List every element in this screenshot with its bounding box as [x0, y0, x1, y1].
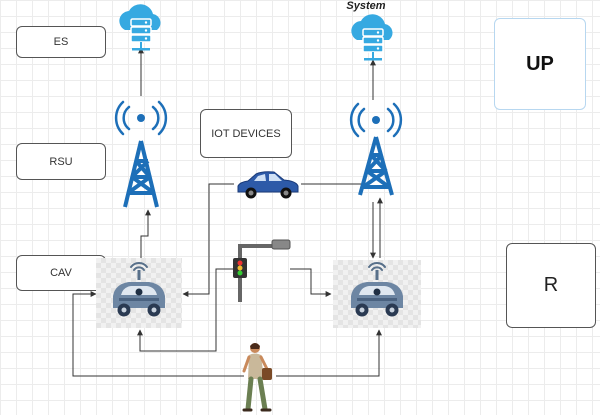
arrow-ped-to-cav-right: [276, 329, 382, 377]
up-box: UP: [494, 18, 586, 110]
r-label: R: [543, 274, 559, 296]
cloud-server-icon: [351, 14, 393, 61]
arrow-light-to-cav-right: [290, 268, 332, 297]
rsu-box: RSU: [16, 143, 106, 180]
cav-label: CAV: [50, 267, 72, 279]
arrow-ped-to-cav-left: [72, 291, 244, 377]
cav-box: CAV: [16, 255, 106, 291]
autonomous-vehicle-icon: [351, 262, 403, 317]
autonomous-vehicle-icon: [113, 262, 165, 317]
es-label: ES: [53, 36, 69, 48]
arrow-light-to-cav-left: [137, 268, 236, 352]
up-label: UP: [526, 52, 554, 75]
rsu-label: RSU: [49, 155, 73, 168]
es-box: ES: [16, 26, 106, 58]
arrow-cav-to-rsu-left: [140, 209, 151, 258]
system-title: System: [346, 0, 386, 12]
antenna-tower-icon: [349, 102, 403, 196]
arrow-car-to-cav-left: [182, 183, 234, 297]
pedestrian-icon: [242, 343, 272, 412]
antenna-tower-icon: [114, 100, 168, 208]
iot-devices-label: IOT DEVICES: [211, 127, 281, 140]
car-icon: [237, 171, 299, 199]
cloud-server-icon: [119, 4, 161, 51]
traffic-light-icon: [233, 239, 291, 302]
r-box: R: [506, 243, 596, 328]
iot-devices-box: IOT DEVICES: [200, 109, 292, 158]
